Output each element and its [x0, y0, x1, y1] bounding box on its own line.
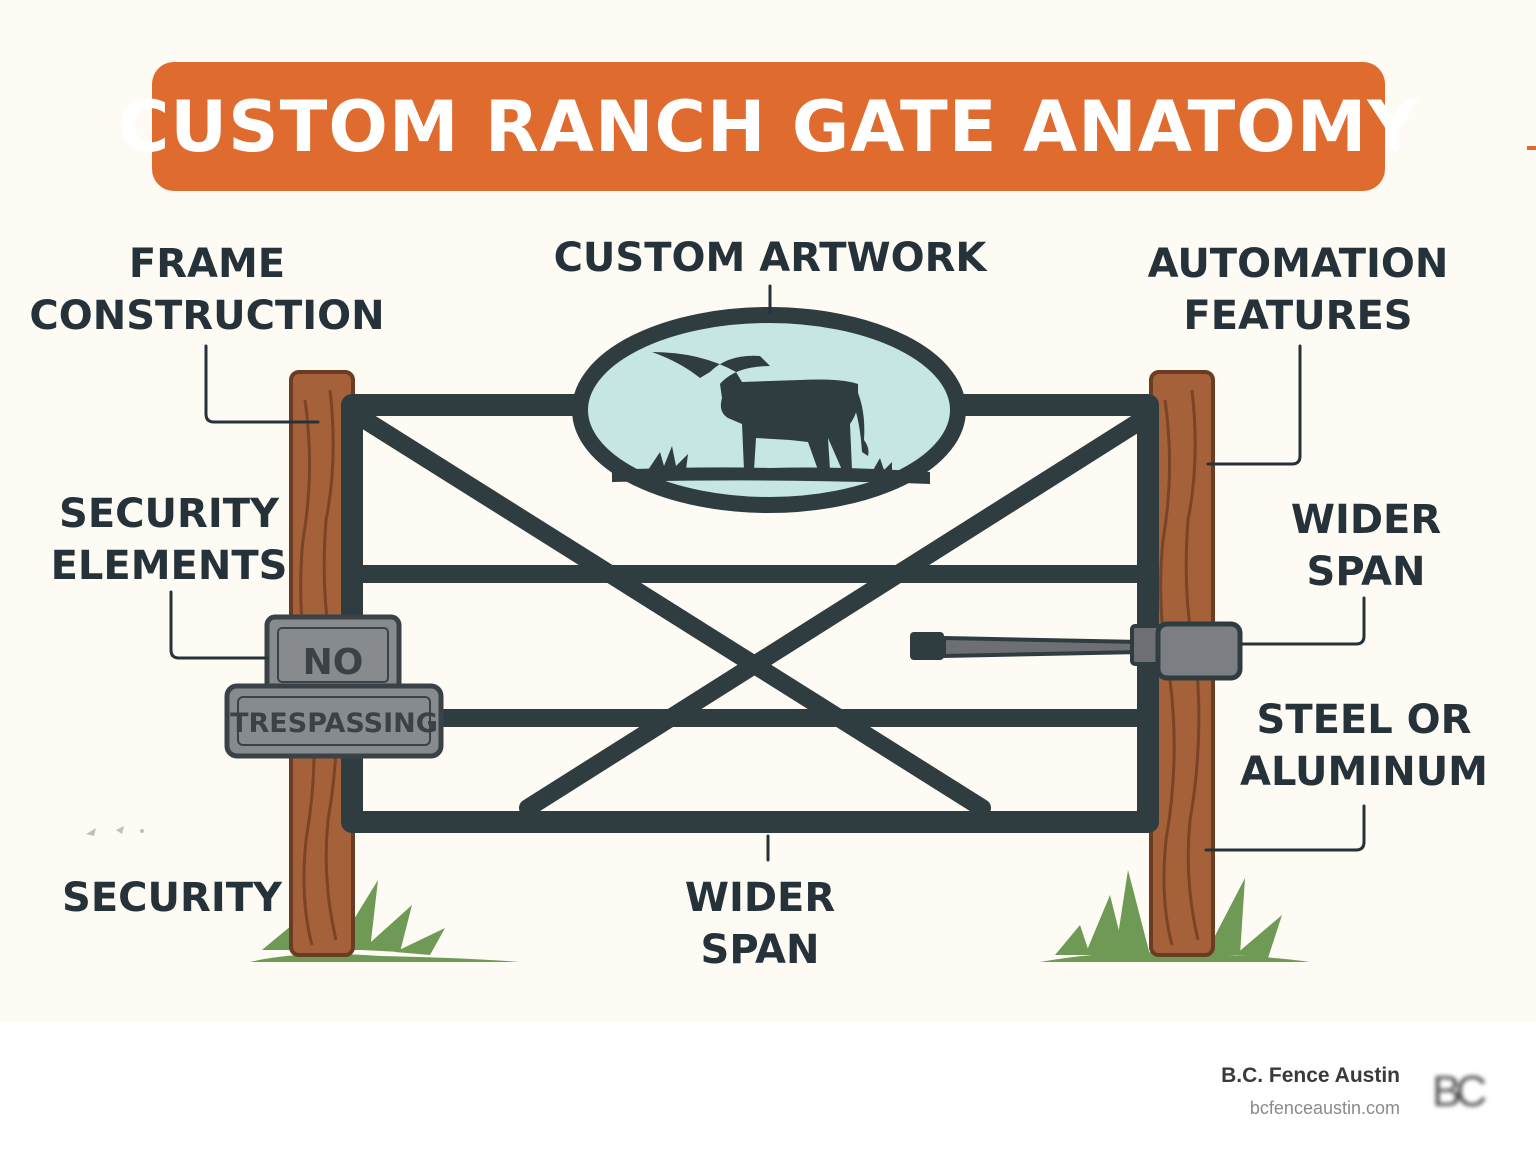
faint-marks — [86, 826, 144, 836]
orange-dash-mark — [1527, 146, 1536, 150]
sign-text-trespassing: TRESPASSING — [230, 708, 438, 739]
brand-logo-icon: BC — [1432, 1067, 1487, 1116]
no-trespassing-sign: NO TRESPASSING — [224, 614, 444, 759]
automation-arm — [910, 621, 1243, 681]
label-security: SECURITY — [62, 875, 282, 921]
footer-brand-name: B.C. Fence Austin — [1221, 1064, 1400, 1087]
title-banner: CUSTOM RANCH GATE ANATOMY — [118, 62, 1418, 191]
leader-wider-span-right — [1240, 596, 1366, 646]
sign-text-no: NO — [303, 642, 364, 683]
leader-frame — [204, 344, 320, 424]
gate-illustration: NO TRESPASSING — [86, 284, 1366, 962]
label-custom-artwork: CUSTOM ARTWORK — [553, 235, 987, 281]
grass-right — [1040, 870, 1310, 962]
leader-automation — [1206, 344, 1302, 466]
longhorn-silhouette — [652, 352, 869, 470]
leader-lines — [169, 284, 1366, 862]
footer-url[interactable]: bcfenceaustin.com — [1249, 1098, 1400, 1118]
leader-security-elements — [169, 590, 269, 660]
diagram-title: CUSTOM RANCH GATE ANATOMY — [117, 85, 1420, 168]
artwork-medallion — [572, 307, 966, 513]
leader-steel — [1204, 804, 1366, 852]
